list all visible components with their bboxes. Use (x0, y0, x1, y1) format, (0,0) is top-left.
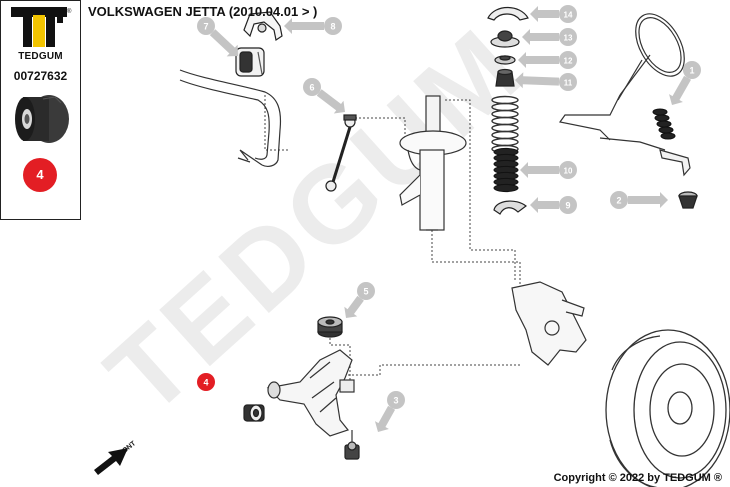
callout-circle-7 (197, 17, 215, 35)
callout-number-9: 9 (565, 201, 570, 211)
callout-circle-12 (559, 51, 577, 69)
callout-number-7: 7 (203, 22, 208, 32)
callout-5[interactable]: 5 (344, 282, 375, 318)
callout-circle-1 (683, 61, 701, 79)
bearing-12 (494, 55, 516, 65)
steering-knuckle (511, 281, 587, 366)
callout-14[interactable]: 14 (530, 5, 577, 23)
callout-4[interactable]: 4 (197, 373, 215, 391)
stabilizer-link-part (325, 114, 357, 192)
callout-circle-3 (387, 391, 405, 409)
callout-circle-2 (610, 191, 628, 209)
front-bush-4 (243, 404, 265, 422)
callout-circle-10 (559, 161, 577, 179)
callout-circle-9 (559, 196, 577, 214)
callout-arrow-7 (209, 29, 238, 57)
callout-arrow-12 (518, 52, 559, 68)
callout-number-4: 4 (203, 378, 208, 388)
stabilizer-bar (179, 69, 282, 167)
callout-number-1: 1 (689, 66, 694, 76)
part-info-panel: ® TEDGUM 00727632 4 (0, 0, 81, 220)
callout-10[interactable]: 10 (520, 161, 577, 179)
callout-circle-5 (357, 282, 375, 300)
callout-2[interactable]: 2 (610, 191, 668, 209)
rear-bush-5 (317, 316, 343, 338)
tie-rod-end (659, 149, 691, 177)
dust-boot-10 (493, 147, 519, 193)
ball-joint-boot-2 (678, 191, 698, 209)
stabilizer-clamp-part (243, 11, 283, 41)
callout-number-2: 2 (616, 196, 621, 206)
callout-number-14: 14 (564, 11, 573, 20)
coil-spring (491, 95, 519, 154)
callout-circle-8 (324, 17, 342, 35)
callout-7[interactable]: 7 (197, 17, 238, 57)
callout-arrow-9 (530, 197, 559, 213)
stabilizer-bush-part (235, 47, 265, 77)
spring-pad-9 (493, 200, 527, 215)
callout-arrow-2 (628, 192, 668, 208)
callout-arrow-13 (522, 29, 559, 45)
callout-number-13: 13 (564, 34, 573, 43)
callout-circle-13 (559, 28, 577, 46)
callout-number-10: 10 (564, 167, 573, 176)
callout-arrow-6 (316, 89, 345, 114)
ball-joint-3 (344, 430, 360, 460)
callout-number-12: 12 (564, 57, 573, 66)
strut-mount-13 (490, 30, 520, 48)
callout-number-8: 8 (330, 22, 335, 32)
callout-circle-4 (197, 373, 215, 391)
callout-12[interactable]: 12 (518, 51, 577, 69)
callout-13[interactable]: 13 (522, 28, 577, 46)
shock-absorber-strut (399, 95, 467, 231)
callout-circle-14 (559, 5, 577, 23)
leader-lines (264, 95, 521, 385)
callout-3[interactable]: 3 (374, 391, 405, 432)
callout-arrow-10 (520, 162, 559, 178)
callout-number-11: 11 (564, 79, 573, 88)
strut-mount-14 (487, 6, 529, 21)
callout-arrow-11 (515, 72, 560, 89)
front-direction-arrow: FRONT (94, 440, 138, 475)
bush-product-image (15, 95, 69, 143)
selected-part-badge[interactable]: 4 (23, 158, 57, 192)
brand-name: TEDGUM (18, 51, 63, 62)
callout-11[interactable]: 11 (515, 72, 577, 91)
steering-assembly (558, 13, 685, 151)
lower-control-arm (266, 349, 355, 437)
wheel-assembly (605, 329, 730, 487)
callout-number-5: 5 (363, 287, 368, 297)
callout-number-3: 3 (393, 396, 398, 406)
callout-circle-6 (303, 78, 321, 96)
svg-text:®: ® (67, 8, 72, 15)
bump-stop-11 (495, 68, 515, 87)
callout-number-6: 6 (309, 83, 314, 93)
part-number: 00727632 (13, 69, 68, 83)
tedgum-logo-icon: ® (11, 7, 72, 47)
steering-boot-part (652, 108, 676, 140)
copyright-text: Copyright © 2022 by TEDGUM ® (553, 472, 722, 484)
callout-1[interactable]: 1 (669, 61, 701, 105)
vehicle-title: VOLKSWAGEN JETTA (2010.04.01 > ) (88, 4, 318, 19)
callout-arrow-3 (374, 405, 396, 432)
callout-9[interactable]: 9 (530, 196, 577, 214)
callout-arrow-1 (669, 75, 692, 105)
callout-circle-11 (559, 73, 577, 91)
callout-6[interactable]: 6 (303, 78, 345, 114)
callout-arrow-5 (344, 295, 364, 318)
callout-arrow-8 (284, 18, 324, 34)
callout-8[interactable]: 8 (284, 17, 342, 35)
callout-arrow-14 (530, 6, 559, 22)
